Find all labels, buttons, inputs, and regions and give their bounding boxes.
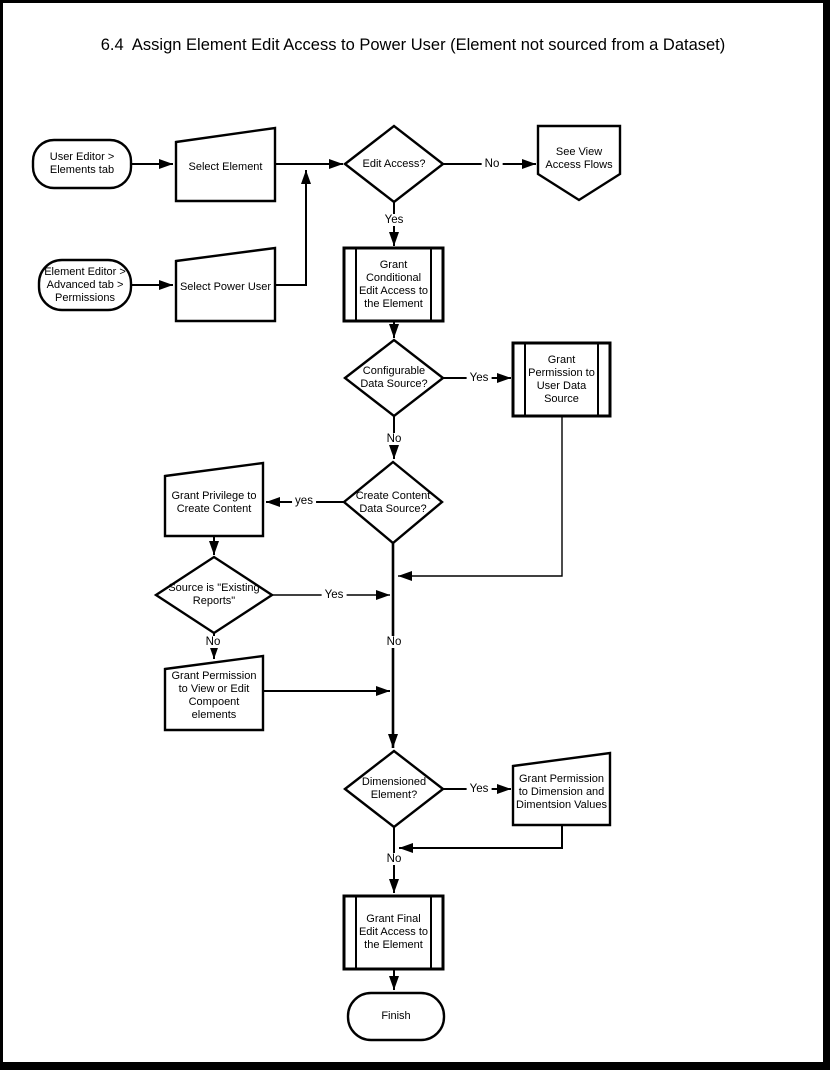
flowchart-canvas	[31, 124, 622, 1042]
page-title: 6.4 Assign Element Edit Access to Power …	[100, 36, 726, 54]
element-editor-terminator	[37, 258, 133, 312]
grant-user-ds-process	[511, 341, 612, 418]
user-editor-terminator	[31, 138, 133, 190]
grant-privilege-shape	[163, 461, 265, 538]
grant-conditional-process	[342, 246, 445, 323]
edge-selectpoweruser-join	[275, 170, 311, 286]
edit-access-diamond	[343, 124, 445, 204]
dimensioned-diamond	[343, 749, 445, 829]
see-view-access-offpage	[536, 124, 622, 202]
configurable-ds-diamond	[343, 338, 445, 418]
grant-view-edit-shape	[163, 654, 265, 732]
select-element-shape	[174, 126, 277, 203]
edge-dimension-merge	[399, 825, 563, 853]
create-content-ds-diamond	[342, 460, 444, 545]
grant-final-process	[342, 894, 445, 971]
source-existing-diamond	[153, 555, 275, 635]
finish-terminator	[346, 991, 446, 1042]
grant-dimension-shape	[511, 751, 612, 827]
select-power-user-shape	[174, 246, 277, 323]
edge-userds-merge	[398, 416, 563, 581]
